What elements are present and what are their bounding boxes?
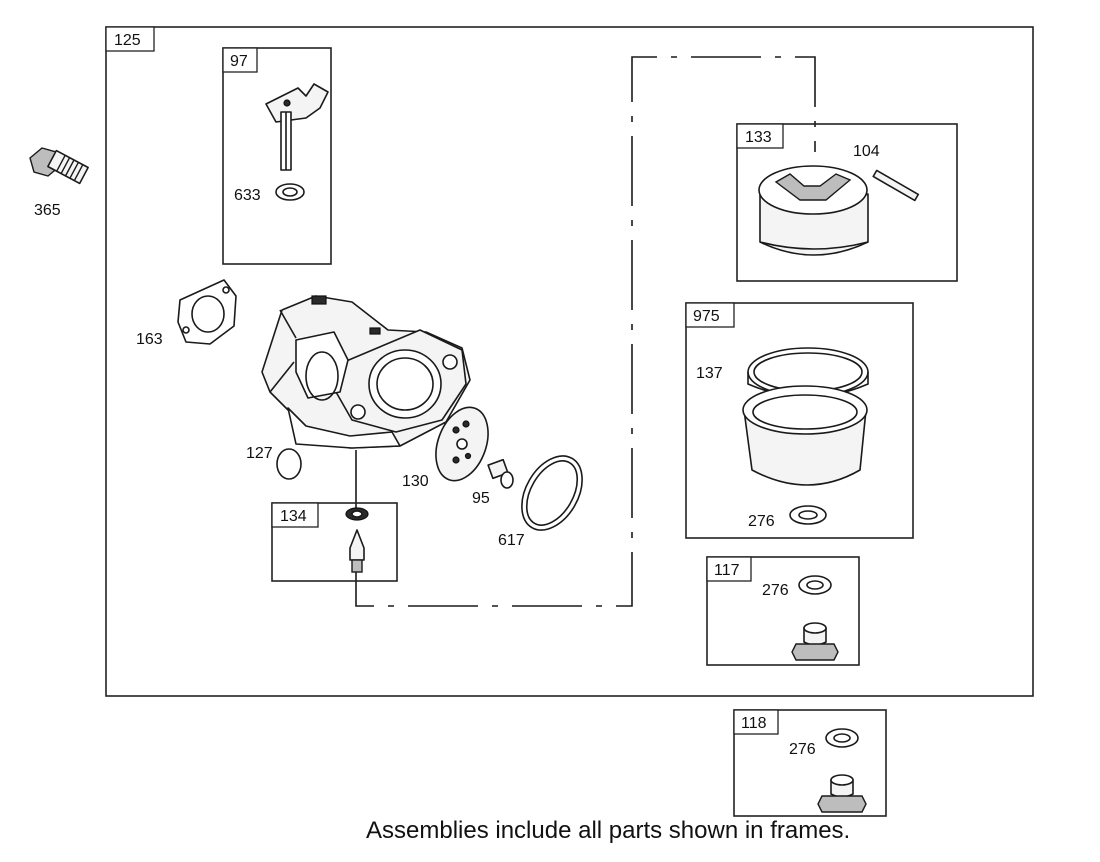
- frame-label-117: 117: [714, 562, 740, 579]
- part-label-104: 104: [853, 143, 880, 160]
- gasket-617: [521, 455, 583, 531]
- frame-label-133: 133: [745, 129, 772, 146]
- float-part: [758, 165, 869, 256]
- frame-134: [271, 502, 398, 582]
- bowl-part: [742, 385, 868, 486]
- part-label-95: 95: [472, 490, 490, 507]
- part-label-130: 130: [402, 473, 429, 490]
- frame-975: [685, 302, 914, 539]
- part-label-276-bowl: 276: [748, 513, 775, 530]
- frame-117: [706, 556, 860, 666]
- washer-276-plug: [798, 575, 832, 595]
- part-label-365: 365: [34, 202, 61, 219]
- part-label-276-plug: 276: [762, 582, 789, 599]
- frame-label-125: 125: [114, 32, 141, 49]
- screw-95: [487, 458, 514, 489]
- frame-118: [733, 709, 887, 817]
- seal-633: [275, 183, 305, 201]
- assemblies-footnote: Assemblies include all parts shown in fr…: [366, 817, 851, 844]
- part-label-633: 633: [234, 187, 261, 204]
- gasket-163: [177, 279, 237, 345]
- frame-label-97: 97: [230, 53, 248, 70]
- part-label-617: 617: [498, 532, 525, 549]
- frame-label-134: 134: [280, 508, 307, 525]
- connector-line: [355, 56, 816, 607]
- welch-plug-127: [276, 448, 302, 480]
- part-label-276-drain: 276: [789, 741, 816, 758]
- frame-97: [222, 47, 332, 265]
- frame-label-118: 118: [741, 715, 767, 732]
- bolt-part: [29, 147, 89, 185]
- drain-plug-part: [817, 774, 867, 813]
- part-label-163: 163: [136, 331, 163, 348]
- float-pin-104: [872, 169, 920, 202]
- part-label-137: 137: [696, 365, 723, 382]
- choke-lever-part: [265, 83, 329, 171]
- part-label-127: 127: [246, 445, 273, 462]
- needle-part: [345, 507, 369, 573]
- frame-133: [736, 123, 958, 282]
- carburetor-body: [261, 295, 471, 449]
- frame-125: [105, 26, 1034, 697]
- plug-part: [791, 622, 839, 661]
- washer-276-drain: [825, 728, 859, 748]
- plate-130: [435, 406, 489, 482]
- washer-276-bowl: [789, 505, 827, 525]
- frame-label-975: 975: [693, 308, 720, 325]
